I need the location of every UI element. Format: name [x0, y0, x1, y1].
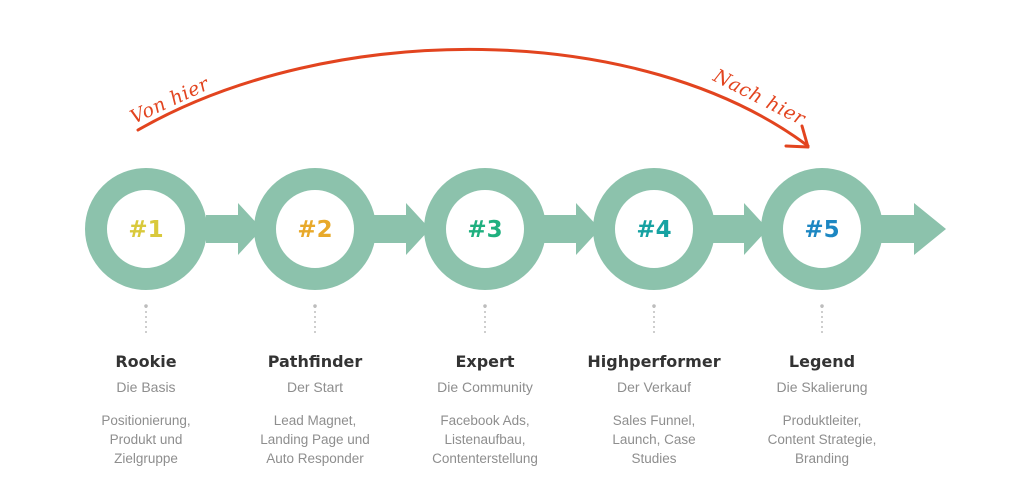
stage-description-line: Facebook Ads,	[440, 413, 530, 428]
stage-description: Produktleiter, Content Strategie, Brandi…	[737, 411, 907, 468]
stage-ring-1	[85, 168, 207, 290]
stage-description: Facebook Ads, Listenaufbau, Contenterste…	[400, 411, 570, 468]
stage-number-3: #3	[467, 217, 502, 243]
dot-5	[820, 304, 824, 308]
stage-4: Highperformer Der Verkauf Sales Funnel, …	[569, 352, 739, 468]
stage-subtitle: Die Basis	[116, 379, 176, 395]
stage-description-line: Auto Responder	[266, 451, 364, 466]
stage-description-line: Lead Magnet,	[273, 413, 357, 428]
stage-title: Pathfinder	[267, 352, 363, 371]
stage-number-1: #1	[128, 217, 163, 243]
stage-2: Pathfinder Der Start Lead Magnet, Landin…	[230, 352, 400, 468]
dotted-connectors	[144, 304, 824, 336]
stage-rings	[85, 168, 883, 290]
stage-subtitle: Der Start	[286, 379, 343, 395]
stage-description: Sales Funnel, Launch, Case Studies	[569, 411, 739, 468]
connector-arrow-5	[880, 203, 946, 255]
dot-2	[313, 304, 317, 308]
journey-curve-arrowhead	[784, 124, 810, 149]
stage-description: Positionierung, Produkt und Zielgruppe	[61, 411, 231, 468]
stage-number-4: #4	[636, 217, 671, 243]
stage-description-line: Launch, Case	[612, 432, 696, 447]
stage-subtitle: Der Verkauf	[617, 379, 691, 395]
stage-description-line: Contenterstellung	[432, 451, 538, 466]
stage-number-5: #5	[804, 217, 839, 243]
stage-description-line: Zielgruppe	[114, 451, 178, 466]
stage-ring-5	[761, 168, 883, 290]
stage-description-line: Listenaufbau,	[444, 432, 526, 447]
stage-subtitle: Die Skalierung	[776, 379, 868, 395]
stage-description-line: Produktleiter,	[782, 413, 862, 428]
connector-arrows	[206, 203, 946, 255]
stage-description-line: Branding	[794, 451, 850, 466]
connector-arrow-4	[712, 203, 768, 255]
stage-ring-3	[424, 168, 546, 290]
stage-numbers: #1 #2 #3 #4 #5	[128, 217, 839, 243]
stage-description-line: Produkt und	[109, 432, 183, 447]
journey-curve	[136, 48, 810, 148]
dot-3	[483, 304, 487, 308]
stage-number-2: #2	[297, 217, 332, 243]
stage-title: Rookie	[115, 352, 177, 371]
stage-5: Legend Die Skalierung Produktleiter, Con…	[737, 352, 907, 468]
stage-3: Expert Die Community Facebook Ads, Liste…	[400, 352, 570, 468]
stage-1: Rookie Die Basis Positionierung, Produkt…	[61, 352, 231, 468]
connector-arrow-1	[206, 203, 262, 255]
stage-title: Highperformer	[587, 352, 721, 371]
connector-arrow-3	[544, 203, 600, 255]
stage-description-line: Studies	[631, 451, 677, 466]
stage-title: Legend	[788, 352, 856, 371]
dot-1	[144, 304, 148, 308]
stage-description-line: Sales Funnel,	[612, 413, 696, 428]
stage-description-line: Positionierung,	[101, 413, 191, 428]
connector-arrow-2	[374, 203, 430, 255]
stage-title: Expert	[455, 352, 515, 371]
stage-ring-4	[593, 168, 715, 290]
stage-description-line: Landing Page und	[260, 432, 370, 447]
stage-ring-2	[254, 168, 376, 290]
dot-4	[652, 304, 656, 308]
stage-description-line: Content Strategie,	[767, 432, 877, 447]
stage-subtitle: Die Community	[437, 379, 533, 395]
stage-description: Lead Magnet, Landing Page und Auto Respo…	[230, 411, 400, 468]
